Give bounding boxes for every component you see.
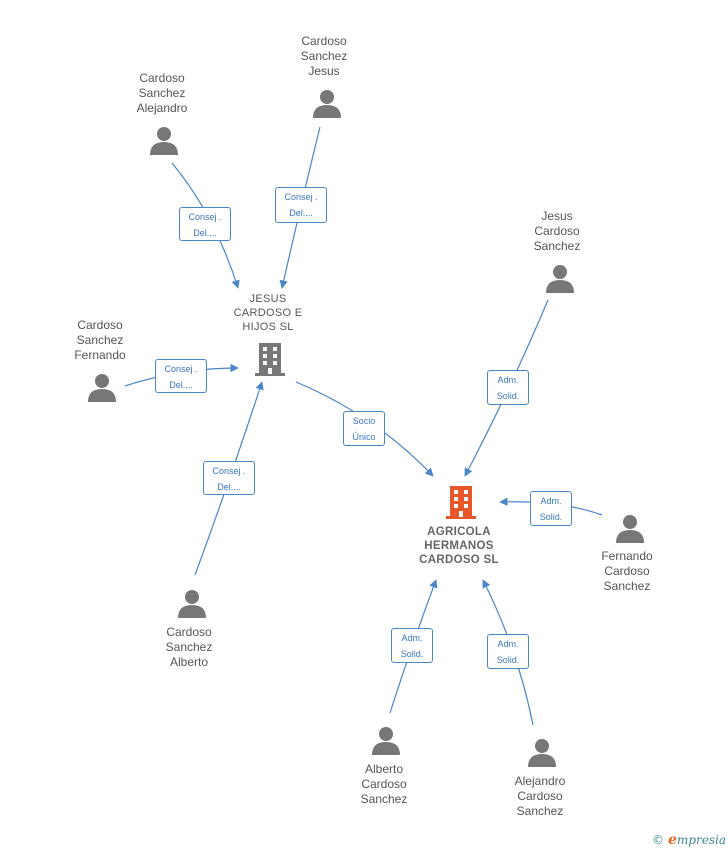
person-icon: [88, 374, 116, 402]
edge-label-jesus-to-agricola[interactable]: Adm. Solid.: [487, 370, 529, 405]
company-name-jesus-cardoso[interactable]: JESUS CARDOSO E HIJOS SL: [233, 293, 303, 333]
person-name-alberto-bottom[interactable]: Alberto Cardoso Sanchez: [360, 762, 408, 806]
person-name-jesus-top[interactable]: Cardoso Sanchez Jesus: [300, 34, 348, 78]
edge-label-alejandro-to-agricola[interactable]: Adm. Solid.: [487, 634, 529, 669]
brand-initial: e: [668, 832, 677, 848]
person-icon: [616, 515, 644, 543]
brand-footer: ©empresia: [652, 832, 726, 848]
person-icon: [313, 90, 341, 118]
company-name-agricola[interactable]: AGRICOLA HERMANOS CARDOSO SL: [419, 526, 499, 566]
edge-label-jesus-co-to-agricola[interactable]: Socio Único: [343, 411, 385, 446]
person-name-alejandro-top[interactable]: Cardoso Sanchez Alejandro: [136, 71, 188, 115]
copyright-icon: ©: [652, 833, 665, 847]
person-icon: [150, 127, 178, 155]
edge-label-alejandro-to-jesus-co[interactable]: Consej . Del....: [179, 207, 231, 241]
edge-label-alberto-to-agricola[interactable]: Adm. Solid.: [391, 628, 433, 663]
person-icon: [528, 739, 556, 767]
person-icon: [178, 590, 206, 618]
edge-label-fernando-to-agricola[interactable]: Adm. Solid.: [530, 491, 572, 526]
person-name-fernando-right[interactable]: Fernando Cardoso Sanchez: [601, 549, 653, 593]
building-icon: [255, 343, 285, 376]
person-name-fernando-left[interactable]: Cardoso Sanchez Fernando: [74, 318, 126, 362]
person-icon: [546, 265, 574, 293]
edge-label-alberto-to-jesus-co[interactable]: Consej . Del....: [203, 461, 255, 495]
person-name-alberto-left[interactable]: Cardoso Sanchez Alberto: [165, 625, 213, 669]
person-name-alejandro-bottom[interactable]: Alejandro Cardoso Sanchez: [514, 774, 566, 818]
building-icon: [446, 486, 476, 519]
edge-label-jesus-to-jesus-co[interactable]: Consej . Del....: [275, 187, 327, 223]
brand-name: mpresia: [676, 833, 726, 847]
edge-label-fernando-to-jesus-co[interactable]: Consej . Del....: [155, 359, 207, 393]
person-name-jesus-right[interactable]: Jesus Cardoso Sanchez: [533, 209, 581, 253]
person-icon: [372, 727, 400, 755]
